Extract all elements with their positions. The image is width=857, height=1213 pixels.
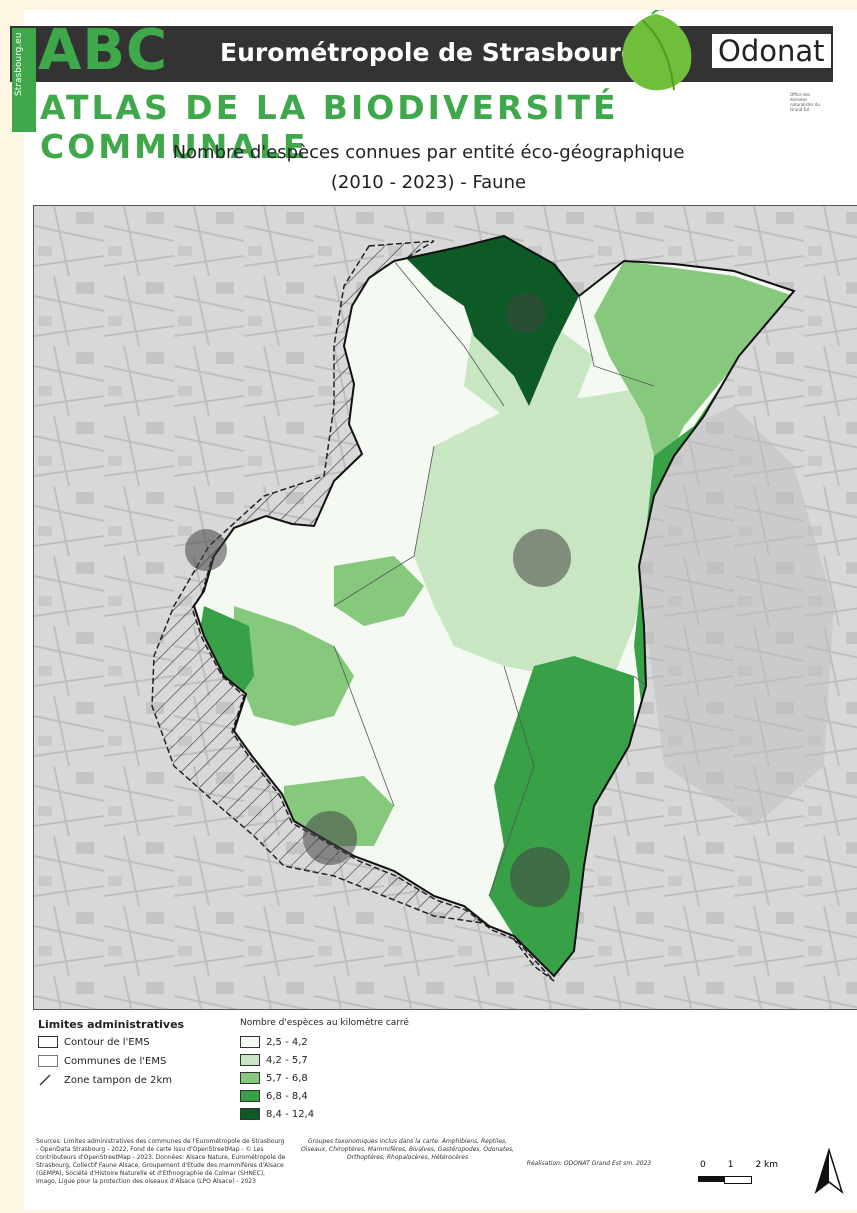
class-4-west [199,606,254,706]
scale-bar: 0 1 2 km [698,1160,778,1184]
strasbourg-side-strip [12,28,36,132]
scale-segment-2 [724,1176,752,1184]
legend-admin-label-1: Contour de l'EMS [64,1036,150,1048]
ems-boundary [192,234,796,978]
map-title-line2: (2010 - 2023) - Faune [330,172,527,193]
ems-title: Eurométropole de Strasbourg [220,38,639,67]
commune-boundaries [333,260,655,897]
abc-logo: ABC [38,18,169,83]
scale-segment-1 [698,1176,724,1182]
legend-class-row-2: 4,2 - 5,7 [240,1054,308,1066]
legend-admin-row-3: Zone tampon de 2km [38,1074,172,1086]
class-1-swatch [240,1036,260,1048]
ems-communes-swatch [38,1055,58,1067]
class-2-swatch [240,1054,260,1066]
class-3-east [594,261,794,476]
legend-class-label-4: 6,8 - 8,4 [266,1090,308,1102]
sources-note: Sources: Limites administratives des com… [36,1138,286,1185]
class-3-swatch [240,1072,260,1084]
scale-label-2: 2 km [755,1160,779,1170]
urban-area [624,406,834,826]
grey-circle-southeast [510,847,570,907]
grey-circle-west [185,529,227,571]
odonat-logo: Odonat [712,34,831,68]
legend-admin-label-2: Communes de l'EMS [64,1055,167,1067]
scale-label-0: 0 [700,1160,706,1170]
scale-label-1: 1 [727,1160,734,1170]
legend-class-row-3: 5,7 - 6,8 [240,1072,308,1084]
taxonomic-groups-note: Groupes taxonomiques inclus dans la cart… [300,1138,515,1161]
legend-class-label-5: 8,4 - 12,4 [266,1108,315,1120]
legend-class-label-2: 4,2 - 5,7 [266,1054,308,1066]
biodiversity-map [33,205,857,1010]
legend-admin-row-2: Communes de l'EMS [38,1055,166,1067]
grey-circle-southwest [303,811,357,865]
legend-admin-label-3: Zone tampon de 2km [64,1074,172,1086]
class-3-middle [334,556,424,626]
leaf-logo-icon [622,10,692,91]
grey-circle-north [506,293,546,333]
atlas-title: ATLAS DE LA BIODIVERSITÉ COMMUNALE [40,88,619,166]
grey-circle-center [513,529,571,587]
map-title-line1: Nombre d'espèces connues par entité éco-… [172,142,685,163]
legend-admin-title: Limites administratives [38,1018,185,1031]
legend-class-label-3: 5,7 - 6,8 [266,1072,308,1084]
legend-class-row-5: 8,4 - 12,4 [240,1108,314,1120]
header-band [10,26,833,82]
legend-class-row-4: 6,8 - 8,4 [240,1090,308,1102]
legend-class-label-1: 2,5 - 4,2 [266,1036,308,1048]
class-4-swatch [240,1090,260,1102]
legend-class-row-1: 2,5 - 4,2 [240,1036,308,1048]
buffer-hatch-swatch-icon [39,1074,51,1086]
class-5-swatch [240,1108,260,1120]
class-3-sw [234,606,354,726]
legend-classes-title: Nombre d'espèces au kilomètre carré [240,1018,409,1028]
realisation-note: Réalisation: ODONAT Grand Est sm. 2023 [526,1160,652,1167]
strasbourg-side-label: Strasbourg.eu [14,32,24,96]
north-arrow-icon [814,1148,844,1195]
ems-contour-swatch [38,1036,58,1048]
legend-admin-row-1: Contour de l'EMS [38,1036,150,1048]
odonat-office-note: Office des données naturalistes du Grand… [790,92,820,112]
class-5-north [394,236,579,406]
